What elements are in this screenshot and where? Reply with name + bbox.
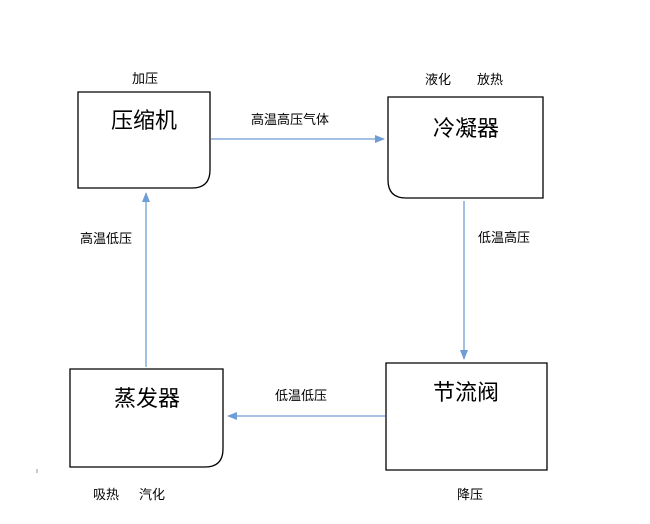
compressor-node: 压缩机 xyxy=(77,91,211,189)
flow-label-low-temp-low-pressure: 低温低压 xyxy=(275,389,327,404)
condenser-annotation-liquefy: 液化 xyxy=(425,73,451,88)
compressor-label: 压缩机 xyxy=(111,109,177,134)
evaporator-annotation-vaporize: 汽化 xyxy=(139,488,165,503)
evaporator-annotation-absorb-heat: 吸热 xyxy=(93,488,119,503)
condenser-annotation-release-heat: 放热 xyxy=(477,73,503,88)
throttle-valve-node: 节流阀 xyxy=(385,362,548,471)
evaporator-node: 蒸发器 xyxy=(69,368,224,468)
evaporator-label: 蒸发器 xyxy=(114,387,180,412)
flow-label-high-temp-low-pressure: 高温低压 xyxy=(80,231,132,247)
compressor-annotation: 加压 xyxy=(132,72,158,87)
flow-label-low-temp-high-pressure: 低温高压 xyxy=(478,230,530,246)
condenser-node: 冷凝器 xyxy=(387,96,544,199)
condenser-label: 冷凝器 xyxy=(433,117,499,142)
throttle-valve-annotation: 降压 xyxy=(457,488,483,503)
evaporator-box xyxy=(69,368,224,468)
throttle-valve-label: 节流阀 xyxy=(433,381,499,406)
condenser-box xyxy=(387,96,544,199)
throttle-valve-box xyxy=(385,362,548,471)
flow-label-high-temp-high-pressure-gas: 高温高压气体 xyxy=(251,112,329,128)
compressor-box xyxy=(77,91,211,189)
